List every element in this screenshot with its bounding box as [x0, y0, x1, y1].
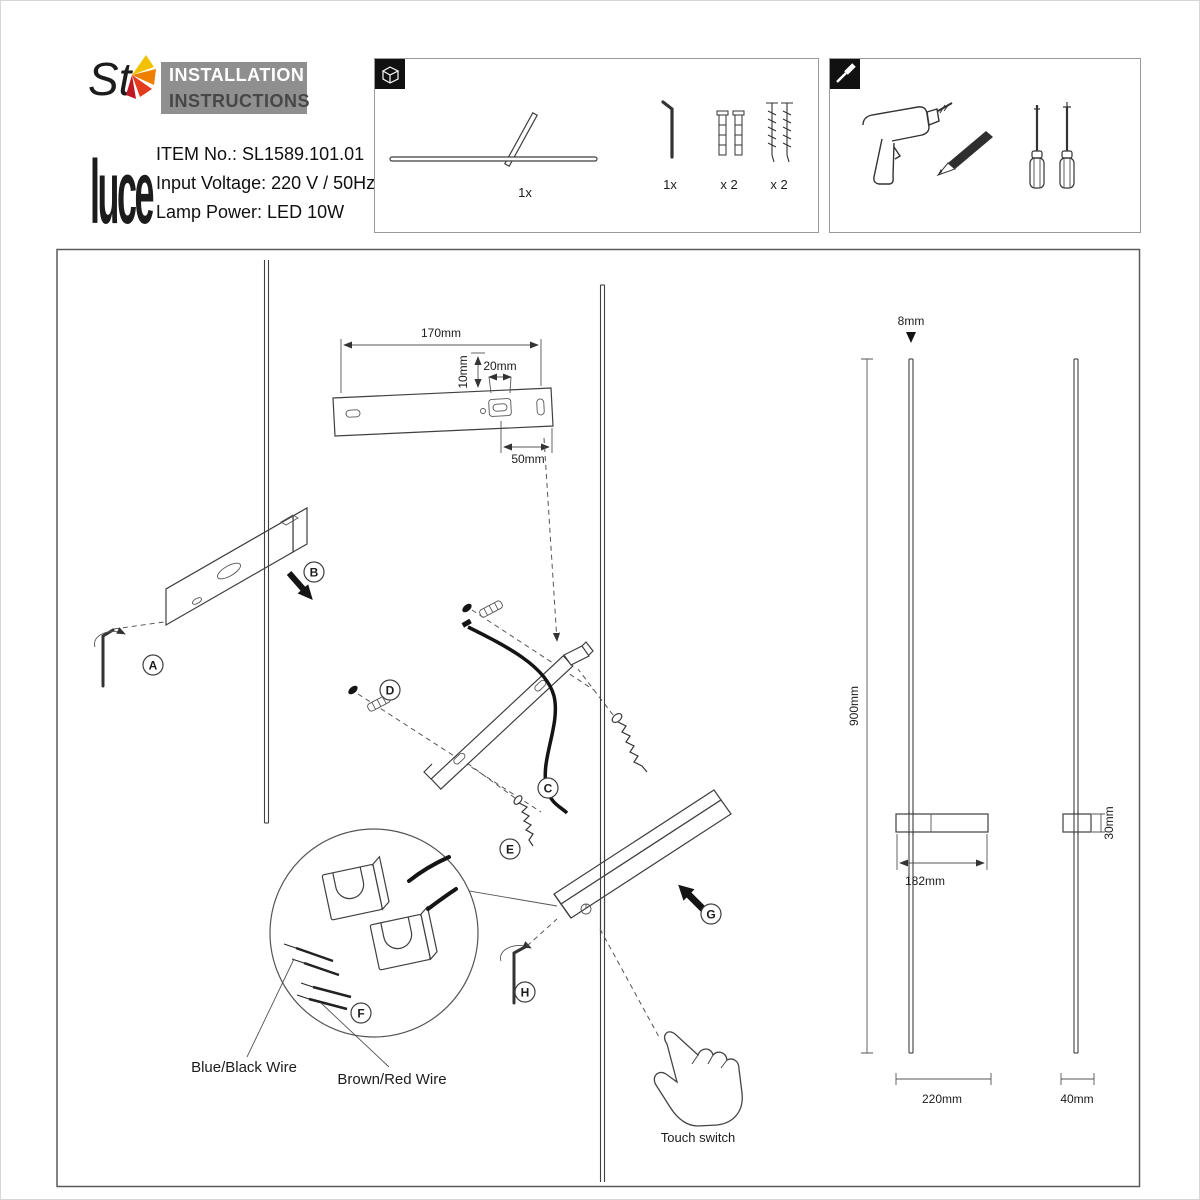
step-d-label: D [386, 684, 395, 698]
bracket-front-view [895, 813, 989, 833]
allen-key-step-h: H [500, 918, 558, 1005]
overall-dimensions: 900mm 8mm 182mm 220mm [847, 314, 1116, 1106]
attach-arrow-step-g [678, 884, 706, 912]
logo-st-text: St [88, 53, 134, 105]
tools-box [829, 58, 1141, 233]
screw-parts [766, 102, 793, 163]
slide-arrow-step-b: B [286, 561, 325, 600]
bracket-dimension-drawing: 170mm 10mm 20mm 50mm [332, 326, 561, 642]
step-c-label: C [544, 782, 553, 796]
drill-tool [862, 102, 953, 185]
dim-40mm-label: 40mm [1060, 1092, 1093, 1106]
pencil-tool [936, 131, 993, 177]
bracket-side-view [1062, 813, 1092, 833]
dim-50mm-label: 50mm [511, 452, 544, 466]
wall-mount-box [165, 506, 308, 627]
spec-power: Lamp Power: LED 10W [156, 202, 345, 222]
header-instructions: INSTRUCTIONS [169, 91, 310, 111]
screw-qty-label: x 2 [770, 177, 787, 192]
spec-voltage: Input Voltage: 220 V / 50Hz [156, 173, 376, 193]
dim-182mm-label: 182mm [905, 874, 945, 888]
allen-key-step-a: A [94, 621, 165, 688]
header-installation: INSTALLATION [169, 65, 305, 85]
lamp-body: G [553, 789, 732, 935]
wiring-detail-inset: F [246, 828, 558, 1068]
screwdriver-icon [830, 59, 860, 89]
blue-black-wire-label: Blue/Black Wire [191, 1059, 297, 1076]
allen-key-qty-label: 1x [663, 177, 677, 192]
wall-anchor-parts [716, 110, 745, 156]
dim-8mm-label: 8mm [898, 314, 925, 328]
touch-switch-label: Touch switch [661, 1130, 735, 1145]
step-b-label: B [310, 566, 319, 580]
header-banner: INSTALLATION INSTRUCTIONS [161, 62, 310, 114]
phillips-screwdriver-tool [1059, 102, 1075, 189]
touch-switch-hand [599, 928, 743, 1127]
dim-10mm-label: 10mm [456, 355, 470, 388]
step-e-label: E [506, 843, 514, 857]
step-f-label: F [357, 1007, 364, 1021]
wall-rod-left [263, 260, 270, 824]
logo-luce-text: luce [90, 142, 153, 229]
dim-30mm-label: 30mm [1102, 806, 1116, 839]
package-contents-box: 1x 1x x 2 x 2 [374, 58, 819, 233]
stluce-logo: St luce [88, 53, 156, 229]
exploded-assembly: C D E [348, 600, 648, 860]
product-specs: ITEM No.: SL1589.101.01 Input Voltage: 2… [156, 140, 375, 227]
stripped-wires [283, 943, 352, 1011]
package-icon [375, 59, 405, 89]
step-a-label: A [149, 659, 158, 673]
allen-key-part [661, 100, 674, 159]
anchor-qty-label: x 2 [720, 177, 737, 192]
dim-20mm-label: 20mm [483, 359, 516, 373]
brown-red-wire-label: Brown/Red Wire [337, 1071, 446, 1088]
step-g-label: G [706, 908, 715, 922]
logo-pinwheel-icon [126, 55, 156, 99]
main-diagram: A B 170mm 10mm 20mm [56, 248, 1141, 1188]
dim-900mm-label: 900mm [847, 686, 861, 726]
rod-qty-label: 1x [518, 185, 532, 200]
spec-item-no: ITEM No.: SL1589.101.01 [156, 144, 365, 164]
dim-220mm-label: 220mm [922, 1092, 962, 1106]
flat-screwdriver-tool [1029, 105, 1045, 189]
dim-170mm-label: 170mm [421, 326, 461, 340]
diagram-frame [56, 248, 1141, 1188]
wall-rod-center [599, 284, 606, 1182]
lamp-rod-part [389, 111, 598, 168]
step-h-label: H [521, 986, 530, 1000]
